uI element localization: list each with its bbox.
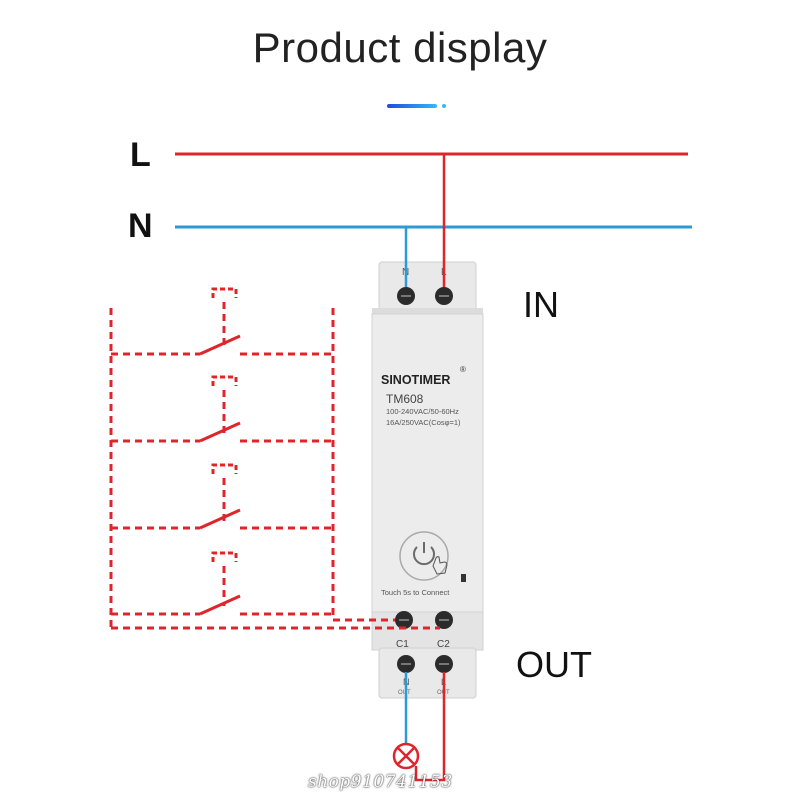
live-line-label: L [130,136,151,174]
device-top-cap [378,261,477,311]
c1-label: C1 [396,639,409,650]
lamp-icon [392,742,420,770]
device-lower-section [371,611,484,651]
neutral-line-label: N [128,207,153,245]
touch-button [399,531,449,581]
shop-watermark: shop910741153 [308,772,453,792]
bottom-out-label-1: OUT [398,690,411,696]
c2-label: C2 [437,639,450,650]
hand-pointer-icon [432,556,448,575]
device-brand: SINOTIMER [381,373,450,387]
registered-mark: ® [460,365,466,374]
title-underline-dot [442,104,446,108]
device-bottom-cap [378,647,477,699]
device-spec-voltage: 100-240VAC/50-60Hz [386,407,459,416]
device-model: TM608 [386,392,424,406]
indicator-led [461,574,466,582]
device-spec-current: 16A/250VAC(Cosφ=1) [386,418,461,427]
out-label: OUT [516,644,592,685]
page-title: Product display [252,24,548,71]
live-output-wire [414,672,446,782]
in-label: IN [523,284,559,325]
touch-instruction: Touch 5s to Connect [381,588,450,597]
external-switch-circuit [109,302,440,630]
power-icon [413,542,435,566]
switch-contacts [199,287,241,616]
title-underline [387,104,437,108]
device-shoulder [372,308,483,316]
din-rail-device: N L SINOTIMER ® TM608 100-240VAC/50-60Hz… [371,261,484,699]
